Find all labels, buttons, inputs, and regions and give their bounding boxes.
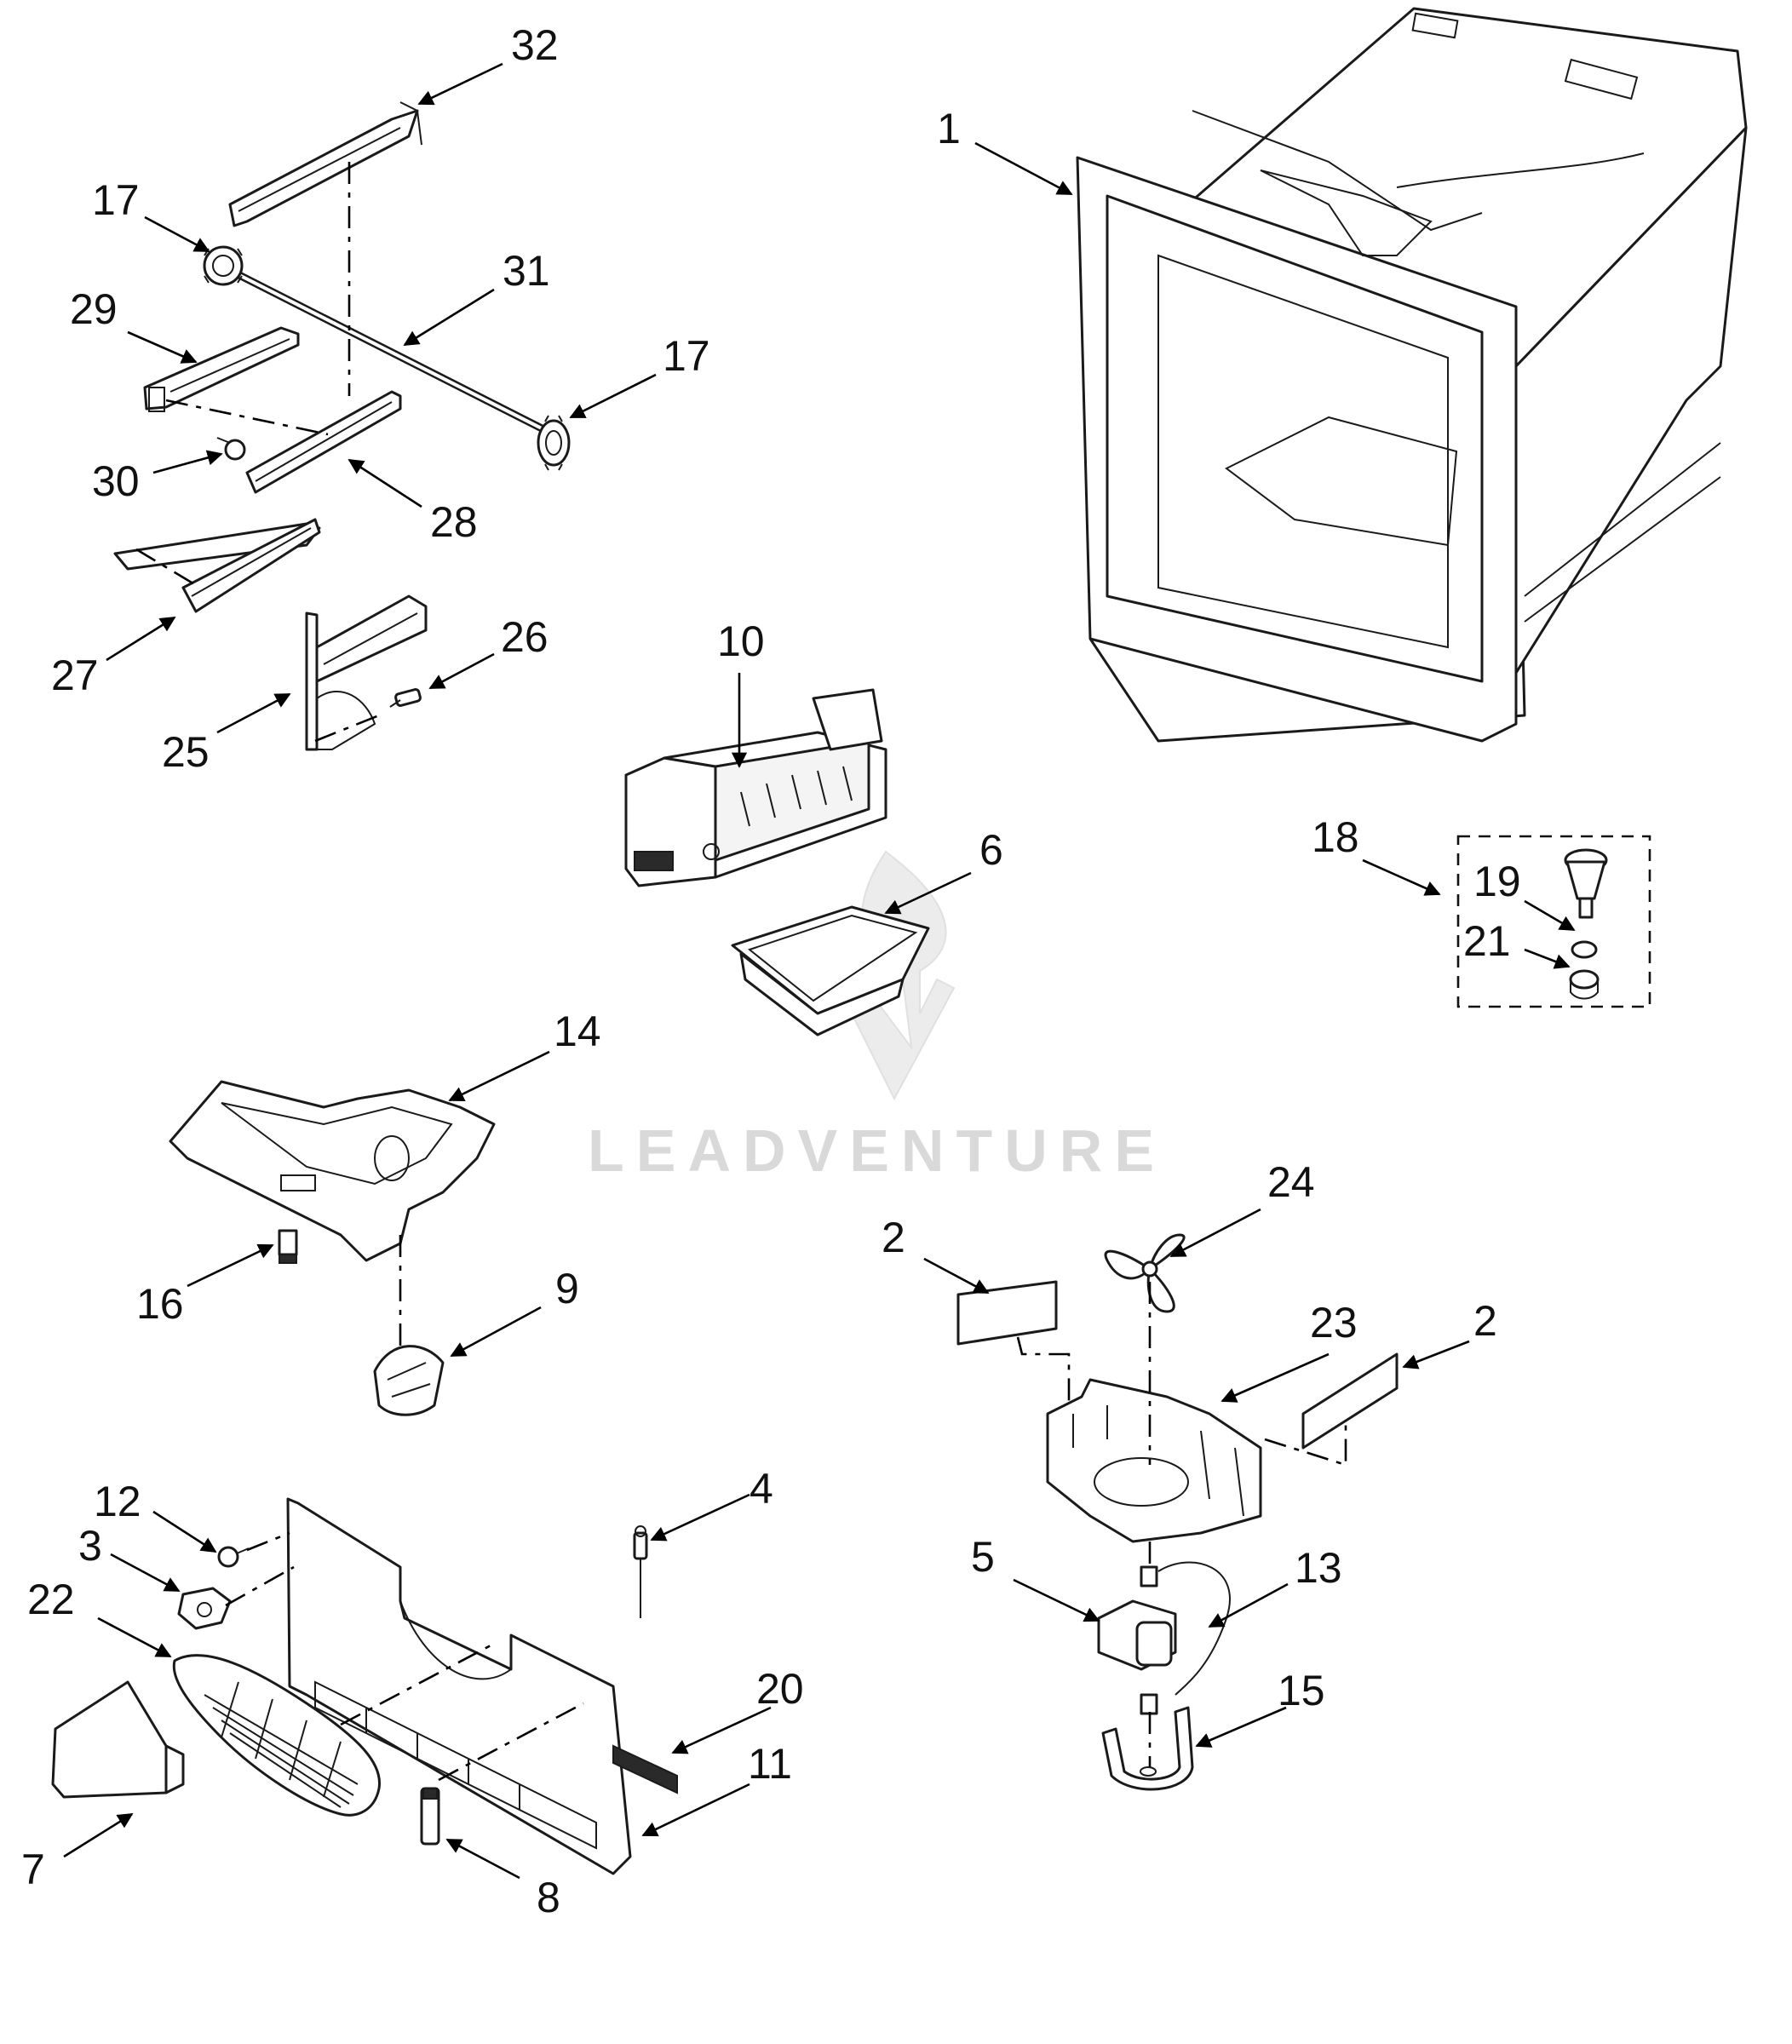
part-5-fan-motor — [1097, 1565, 1177, 1715]
part-2-foam-left — [956, 1280, 1058, 1346]
callout-10: 10 — [717, 617, 765, 665]
callout-24: 24 — [1267, 1158, 1315, 1206]
part-29-bracket — [143, 326, 300, 412]
callout-2-left: 2 — [882, 1214, 905, 1261]
callout-4: 4 — [750, 1465, 773, 1513]
part-24-fan-blade — [1104, 1233, 1186, 1313]
part-18-valve-kit — [1456, 835, 1651, 1008]
part-19-valve — [1564, 848, 1608, 919]
callout-15: 15 — [1278, 1667, 1325, 1714]
callout-2-right: 2 — [1473, 1297, 1497, 1345]
callout-3: 3 — [78, 1522, 102, 1570]
callout-28: 28 — [430, 498, 478, 546]
callout-9: 9 — [555, 1265, 579, 1312]
part-32-rail — [228, 101, 422, 227]
part-11-panel — [286, 1497, 632, 1875]
callout-labels: 32 17 31 29 17 30 28 27 26 25 1 10 6 18 … — [21, 21, 1521, 1921]
callout-23: 23 — [1310, 1299, 1358, 1346]
part-17-gear-bottom — [537, 415, 571, 471]
callout-30: 30 — [92, 457, 140, 505]
part-14-chute — [169, 1080, 496, 1262]
callout-6: 6 — [979, 826, 1003, 874]
callout-14: 14 — [554, 1008, 601, 1055]
part-20-gasket — [612, 1744, 678, 1794]
callout-32: 32 — [511, 21, 559, 69]
callout-17-top: 17 — [92, 176, 140, 224]
part-21-washer — [1569, 940, 1600, 1000]
part-15-bracket — [1101, 1706, 1194, 1791]
callout-1: 1 — [937, 105, 961, 152]
part-1-liner-housing — [1076, 7, 1748, 743]
part-28-slide — [245, 390, 402, 494]
part-17-gear-top — [203, 245, 244, 286]
part-27-slide — [113, 518, 321, 613]
callout-17-bottom: 17 — [663, 332, 710, 380]
callout-19: 19 — [1473, 858, 1521, 905]
assembly-lines — [135, 162, 1347, 1782]
part-7-cover — [51, 1680, 185, 1799]
callout-29: 29 — [70, 285, 118, 333]
callout-26: 26 — [501, 613, 549, 661]
part-31-shaft — [232, 268, 548, 434]
part-22-grille — [172, 1654, 382, 1817]
callout-16: 16 — [136, 1280, 184, 1328]
callout-12: 12 — [94, 1478, 141, 1525]
watermark: LEADVENTURE — [588, 850, 1166, 1184]
part-4-sensor — [633, 1525, 648, 1618]
callout-18: 18 — [1312, 813, 1359, 861]
callout-5: 5 — [971, 1533, 995, 1581]
part-12-screw — [217, 1546, 250, 1568]
callout-11: 11 — [748, 1740, 792, 1788]
part-10-ice-maker — [624, 688, 887, 887]
part-6-ice-bin — [731, 905, 930, 1036]
part-3-plate — [177, 1587, 232, 1630]
callout-31: 31 — [503, 247, 550, 295]
part-8-thermistor — [420, 1787, 440, 1846]
part-23-fan-shroud — [1046, 1378, 1262, 1543]
part-30-screw — [216, 437, 246, 461]
part-2-foam-right — [1301, 1352, 1399, 1450]
callout-8: 8 — [537, 1874, 560, 1921]
callout-21: 21 — [1463, 917, 1511, 965]
callout-27: 27 — [51, 652, 99, 699]
part-26-screw — [389, 688, 422, 708]
callout-22: 22 — [27, 1576, 75, 1623]
leaders — [63, 62, 1576, 1880]
callout-13: 13 — [1295, 1544, 1342, 1592]
callout-25: 25 — [162, 728, 210, 776]
part-16-switch — [278, 1229, 298, 1264]
part-25-bracket — [305, 594, 428, 751]
part-9-actuator — [373, 1345, 445, 1416]
part-13-wire — [1157, 1561, 1231, 1696]
callout-7: 7 — [21, 1846, 45, 1893]
callout-20: 20 — [756, 1665, 804, 1713]
watermark-text: LEADVENTURE — [588, 1117, 1166, 1184]
